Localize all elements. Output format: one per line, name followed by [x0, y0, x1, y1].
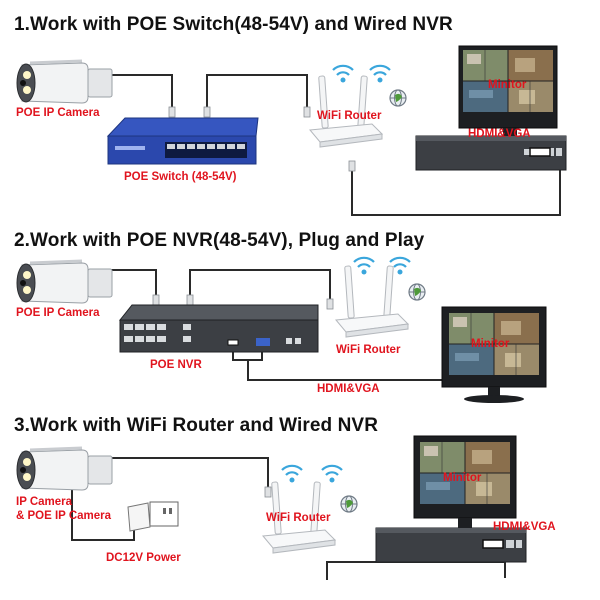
monitor-icon [458, 45, 558, 136]
switch-label: POE Switch (48-54V) [124, 171, 237, 183]
monitor-label: Minitor [488, 79, 527, 91]
nvr-label: POE NVR [150, 359, 202, 371]
camera-icon [15, 446, 114, 492]
hdmi-label: HDMI&VGA [468, 128, 531, 140]
poe-switch-icon [106, 117, 259, 165]
section-2-title: 2.Work with POE NVR(48-54V), Plug and Pl… [14, 230, 425, 251]
hdmi-label: HDMI&VGA [317, 383, 380, 395]
camera-icon [15, 59, 114, 105]
globe-icon [389, 89, 407, 107]
section-3-graphics [15, 435, 527, 580]
wifi-signal-icon [352, 256, 376, 276]
wifi-router-icon [335, 265, 409, 338]
hdmi-label: HDMI&VGA [493, 521, 556, 533]
section-1-graphics [15, 45, 567, 216]
nvr-icon [118, 304, 319, 353]
wifi-signal-icon [331, 64, 355, 84]
camera-label: POE IP Camera [16, 107, 100, 119]
monitor-icon [441, 306, 547, 403]
section-1-title: 1.Work with POE Switch(48-54V) and Wired… [14, 14, 453, 35]
power-adapter-icon [127, 501, 179, 532]
camera-label-line1: IP Camera [16, 496, 73, 508]
section-2-graphics [15, 256, 547, 403]
camera-label-line2: & POE IP Camera [16, 510, 112, 522]
monitor-label: Minitor [443, 472, 482, 484]
router-label: WiFi Router [266, 512, 331, 524]
globe-icon [408, 283, 426, 301]
router-label: WiFi Router [336, 344, 401, 356]
section-3-title: 3.Work with WiFi Router and Wired NVR [14, 415, 379, 436]
camera-label: POE IP Camera [16, 307, 100, 319]
monitor-label: Minitor [471, 338, 510, 350]
wifi-signal-icon [320, 464, 344, 484]
monitor-icon [413, 435, 517, 528]
camera-icon [15, 259, 114, 305]
wifi-signal-icon [280, 464, 304, 484]
power-label: DC12V Power [106, 552, 181, 564]
wifi-signal-icon [368, 64, 392, 84]
router-label: WiFi Router [317, 110, 382, 122]
globe-icon [340, 495, 358, 513]
